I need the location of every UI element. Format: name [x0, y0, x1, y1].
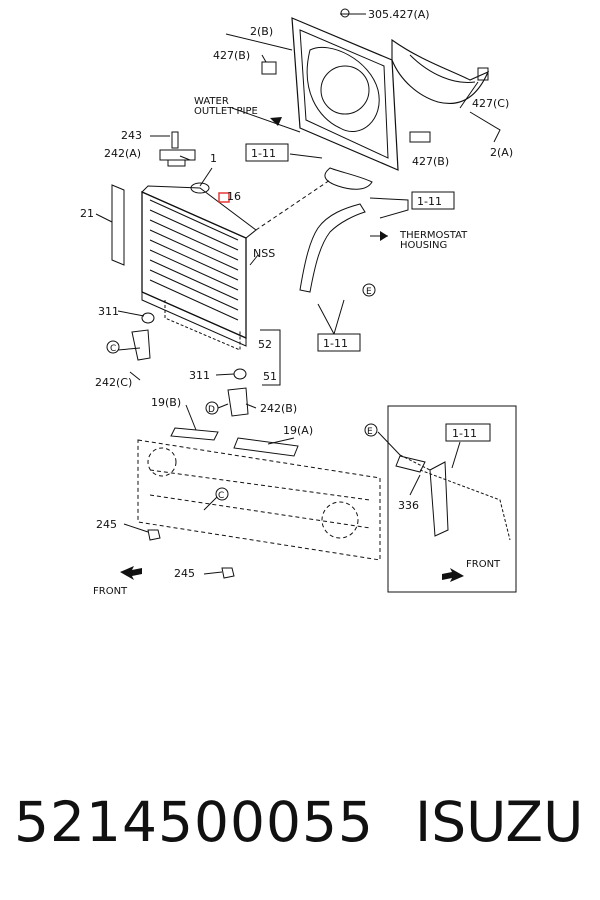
label-water-outlet-2: OUTLET PIPE: [194, 106, 258, 117]
label-245a: 245: [96, 518, 117, 531]
label-2a: 2(A): [490, 146, 513, 159]
label-245b: 245: [174, 567, 195, 580]
clip-427b-top: [261, 61, 277, 75]
label-51: 51: [263, 370, 277, 383]
label-52: 52: [258, 338, 272, 351]
shroud-curve: [391, 38, 490, 104]
label-242c: 242(C): [95, 376, 132, 389]
nut-245a: [147, 529, 161, 541]
radiator-exploded-diagram: 305.427(A) 2(B) 427(B) 427(C) 2(A) 427(B…: [80, 8, 517, 597]
label-336: 336: [398, 499, 419, 512]
ref-circle-c: [106, 340, 120, 354]
label-16: 16: [227, 190, 241, 203]
label-thermostat-1: THERMOSTAT: [399, 230, 468, 241]
label-front-left: FRONT: [93, 586, 128, 597]
label-d: D: [208, 405, 215, 415]
label-inset-e: E: [367, 427, 373, 437]
label-311a: 311: [98, 305, 119, 318]
ref-circle-e: [362, 283, 376, 297]
rubber-mount-311a: [141, 312, 155, 324]
ref-box-1-11-c-frame: [317, 333, 361, 352]
ref-box-1-11-a-frame: [245, 143, 289, 162]
pad-19a: [233, 437, 299, 457]
label-311b: 311: [189, 369, 210, 382]
pad-19b: [170, 427, 219, 441]
ref-box-1-11-c: 1-11: [323, 337, 348, 350]
arrow-thermostat: [380, 231, 388, 241]
label-nss: NSS: [253, 247, 275, 260]
label-c2: C: [218, 491, 224, 501]
label-427b-top: 427(B): [213, 49, 250, 62]
rubber-mount-311b: [233, 368, 247, 380]
label-c: C: [110, 344, 116, 354]
fan-shroud: [291, 17, 399, 171]
bracket-242b: [227, 387, 249, 417]
inset-pad-336: [395, 455, 426, 473]
upper-hose: [324, 167, 373, 190]
ref-box-1-11-b-frame: [411, 191, 455, 210]
bolt-305: [340, 8, 350, 18]
label-427b-right: 427(B): [412, 155, 449, 168]
part-footer: 5214500055 ISUZU: [0, 790, 600, 860]
label-243: 243: [121, 129, 142, 142]
ref-box-1-11-b: 1-11: [417, 195, 442, 208]
ref-box-1-11-a: 1-11: [251, 147, 276, 160]
radiator-core: [141, 185, 257, 351]
label-427c: 427(C): [472, 97, 509, 110]
ref-circle-c2: [215, 487, 229, 501]
nut-245b: [221, 567, 235, 579]
ref-circle-d: [205, 401, 219, 415]
brand-name: ISUZU: [415, 790, 584, 854]
front-panel: [137, 439, 381, 561]
label-242a: 242(A): [104, 147, 141, 160]
clip-427c: [477, 67, 489, 81]
clip-427b-right: [409, 131, 431, 143]
part-number: 5214500055: [14, 790, 374, 854]
seal-21: [111, 184, 125, 266]
bracket-242c: [131, 329, 151, 361]
label-242b: 242(B): [260, 402, 297, 415]
inset-bracket: [429, 461, 449, 537]
label-water-outlet-1: WATER: [194, 96, 229, 107]
lower-hose: [299, 203, 366, 293]
label-thermostat-2: HOUSING: [400, 240, 447, 251]
label-1: 1: [210, 152, 217, 165]
ref-circle-inset-e: [364, 423, 378, 437]
label-305-427a: 305.427(A): [368, 8, 430, 21]
label-19a: 19(A): [283, 424, 313, 437]
label-19b: 19(B): [151, 396, 181, 409]
ref-box-1-11-inset-frame: [445, 423, 491, 442]
bracket-242a: [159, 149, 196, 167]
arrow-water-outlet: [270, 117, 282, 126]
label-21: 21: [80, 207, 94, 220]
radiator-cap: [190, 182, 210, 194]
label-e: E: [366, 287, 372, 297]
label-2b: 2(B): [250, 25, 273, 38]
ref-box-1-11-inset: 1-11: [452, 427, 477, 440]
front-arrow-right: [442, 568, 464, 582]
bolt-243: [171, 131, 179, 149]
label-front-right: FRONT: [466, 559, 501, 570]
radiator-cap-16: [218, 192, 230, 203]
front-arrow-left: [120, 566, 142, 580]
inset-detail-box: [387, 405, 517, 593]
